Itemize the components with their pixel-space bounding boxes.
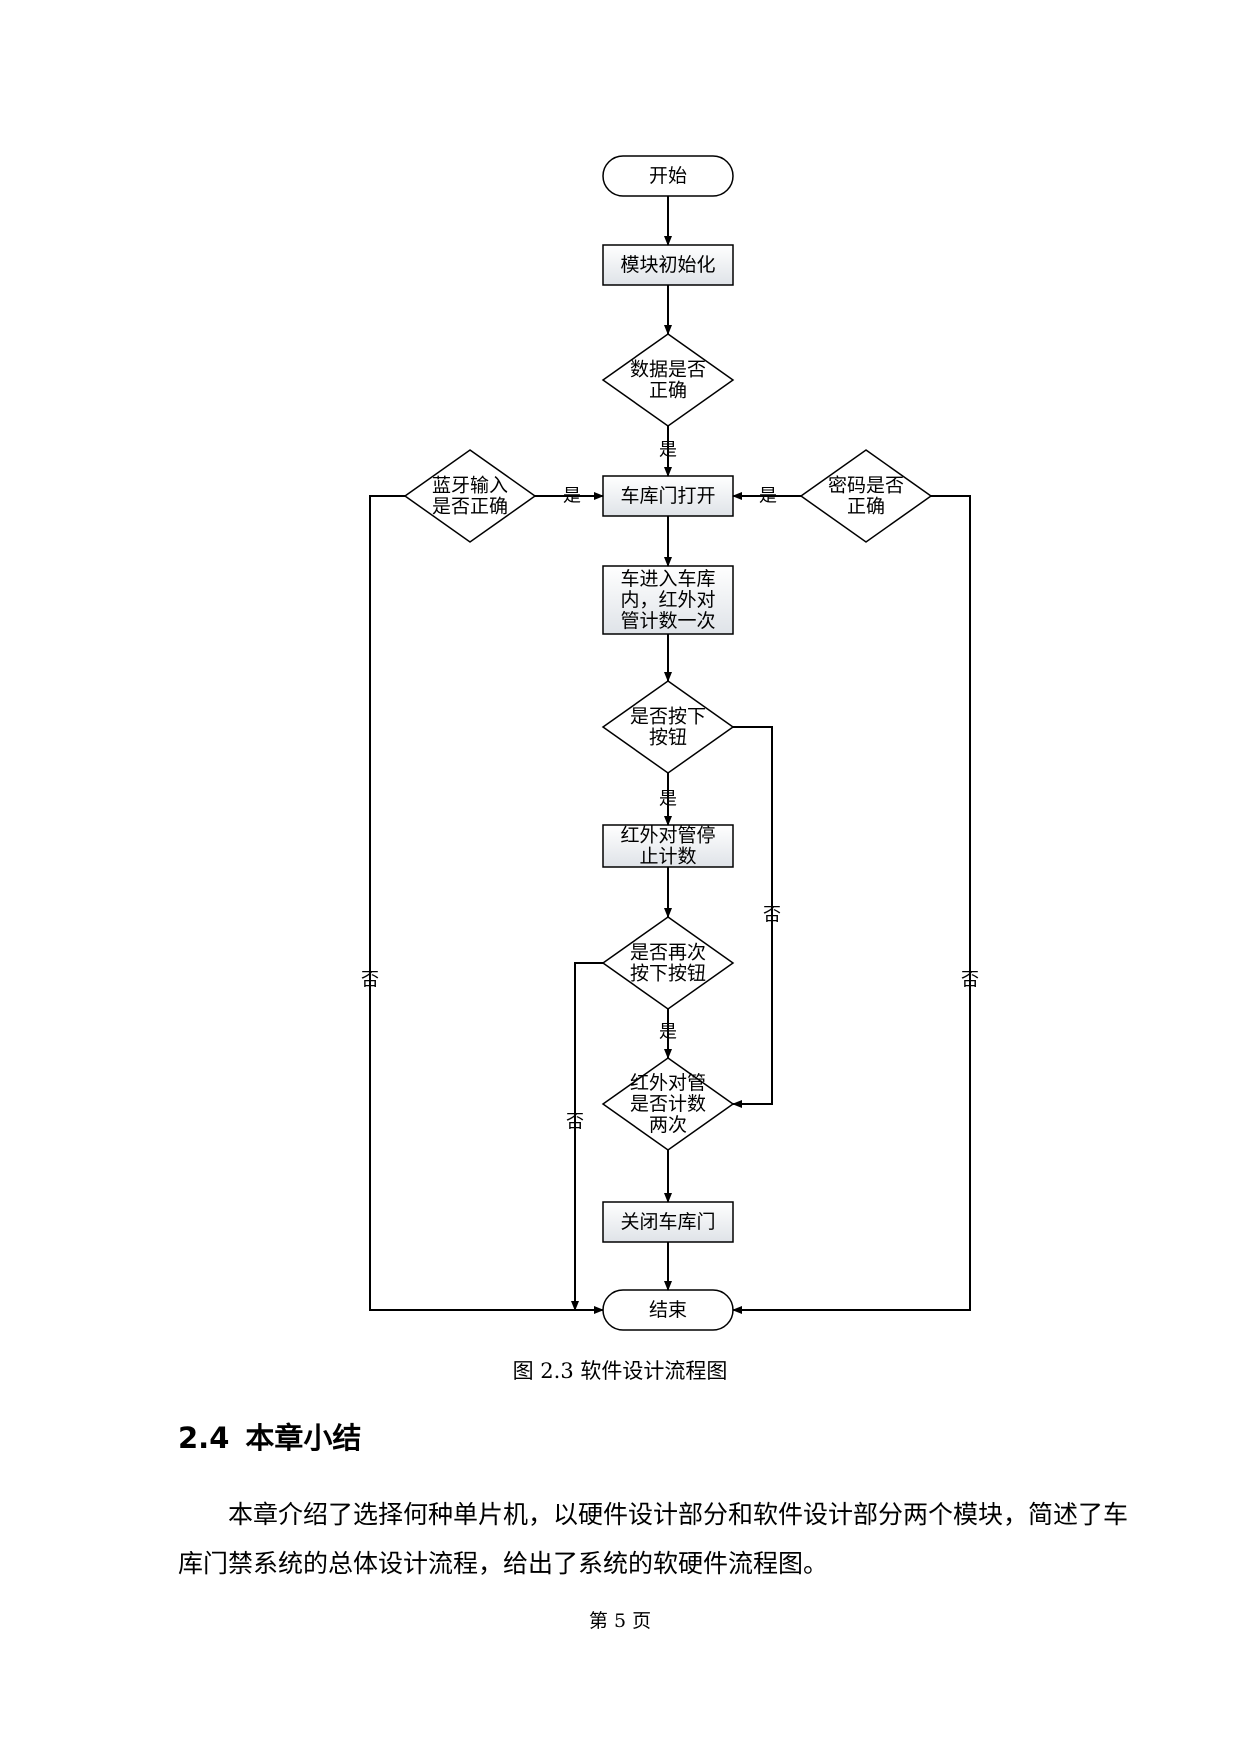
edge-label-no: 否 xyxy=(763,905,781,926)
count-twice-label: 是否计数 xyxy=(630,1093,706,1115)
stop-count-label: 红外对管停 xyxy=(620,825,715,847)
pwd-check-label: 正确 xyxy=(847,496,885,518)
open-door-label: 车库门打开 xyxy=(620,485,715,507)
edge-label-yes: 是 xyxy=(659,789,677,810)
start-label: 开始 xyxy=(649,165,687,187)
btn-check-label: 按钮 xyxy=(649,727,687,749)
btn-again-label: 是否再次 xyxy=(630,942,706,964)
car-enter-label: 内，红外对 xyxy=(620,589,715,611)
car-enter-label: 车进入车库 xyxy=(620,568,715,590)
pwd-check-shape xyxy=(799,449,933,543)
data-check-label: 数据是否 xyxy=(630,359,706,381)
section-heading: 2.4 本章小结 xyxy=(178,1415,361,1457)
bt-check-label: 是否正确 xyxy=(432,496,508,518)
bt-check-shape xyxy=(403,449,537,543)
edge-btnagain-no-end xyxy=(571,962,603,1311)
figure-caption: 图 2.3 软件设计流程图 xyxy=(512,1359,728,1383)
section-title: 本章小结 xyxy=(245,1421,362,1455)
summary-paragraph: 本章介绍了选择何种单片机，以硬件设计部分和软件设计部分两个模块，简述了车库门禁系… xyxy=(178,1500,1129,1578)
btn-again-label: 按下按钮 xyxy=(630,963,706,985)
btn-check-label: 是否按下 xyxy=(630,706,706,728)
count-twice-label: 红外对管 xyxy=(630,1072,706,1094)
edge-label-yes: 是 xyxy=(759,486,777,507)
section-number: 2.4 xyxy=(178,1421,230,1455)
edge-btncheck-no xyxy=(732,726,773,1108)
edge-label-no: 否 xyxy=(566,1112,584,1133)
car-enter-label: 管计数一次 xyxy=(620,610,715,632)
end-label: 结束 xyxy=(649,1299,687,1321)
close-door-label: 关闭车库门 xyxy=(620,1211,715,1233)
stop-count-label: 止计数 xyxy=(639,846,696,868)
page-number: 第 5 页 xyxy=(588,1610,652,1632)
car-enter-shape xyxy=(602,565,734,635)
software-flowchart: 开始模块初始化数据是否正确车库门打开蓝牙输入是否正确密码是否正确车进入车库内，红… xyxy=(361,155,979,1331)
bt-check-label: 蓝牙输入 xyxy=(432,475,508,497)
close-door-shape xyxy=(602,1201,734,1243)
edge-label-yes: 是 xyxy=(659,1022,677,1043)
edge-bt-no-end xyxy=(369,495,604,1314)
edge-label-no: 否 xyxy=(961,970,979,991)
pwd-check-label: 密码是否 xyxy=(828,475,904,497)
edge-label-no: 否 xyxy=(361,970,379,991)
data-check-label: 正确 xyxy=(649,380,687,402)
count-twice-label: 两次 xyxy=(649,1114,687,1136)
edge-pwd-no-end xyxy=(732,495,971,1314)
init-shape xyxy=(602,244,734,286)
init-label: 模块初始化 xyxy=(620,254,715,276)
edge-label-yes: 是 xyxy=(659,440,677,461)
edge-label-yes: 是 xyxy=(563,486,581,507)
